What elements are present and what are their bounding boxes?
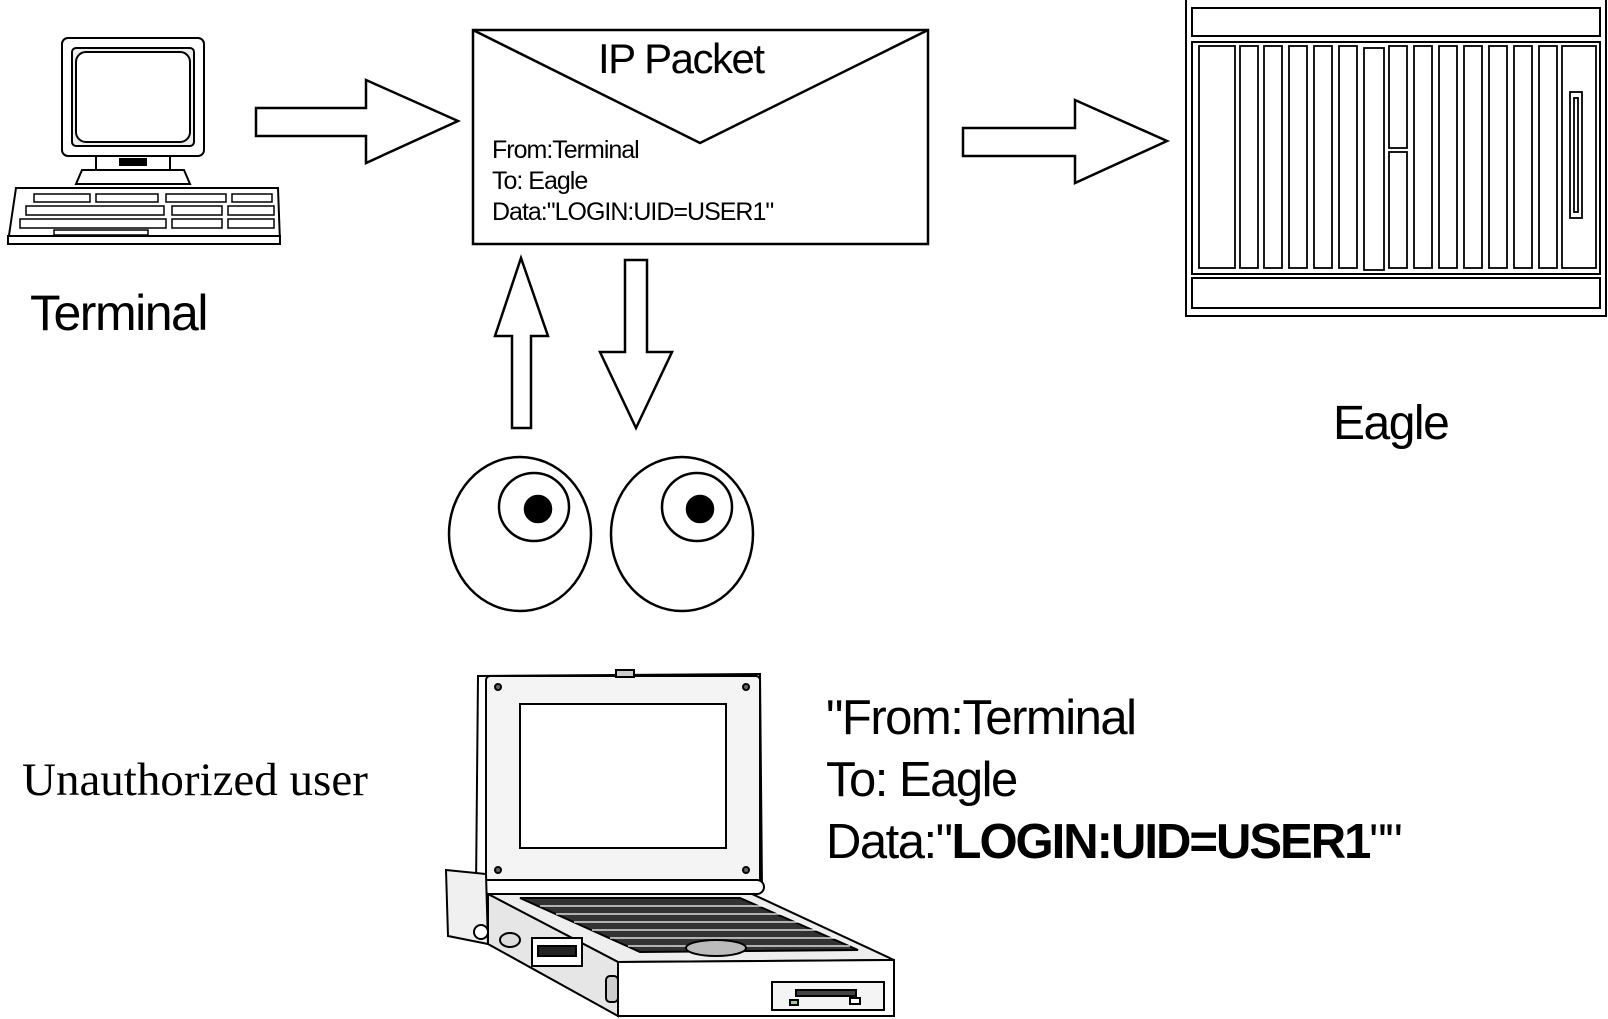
terminal-computer-icon <box>6 37 282 245</box>
captured-from-line: "From:Terminal <box>826 691 1137 745</box>
unauthorized-user-label: Unauthorized user <box>22 754 368 806</box>
captured-data-prefix: Data:" <box>826 815 953 869</box>
right-arrow-icon <box>254 78 462 165</box>
captured-data-line: Data:"LOGIN:UID=USER1"" <box>826 815 1403 869</box>
terminal-label: Terminal <box>30 285 208 341</box>
captured-data-suffix: "" <box>1369 815 1402 869</box>
eagle-label: Eagle <box>1333 397 1450 450</box>
packet-from-line: From:Terminal <box>492 136 640 164</box>
packet-title: IP Packet <box>598 35 765 82</box>
eagle-server-rack-icon <box>1185 0 1607 317</box>
up-arrow-icon <box>493 254 550 430</box>
down-arrow-icon <box>598 258 674 431</box>
packet-to-line: To: Eagle <box>492 167 588 195</box>
ip-packet-envelope <box>471 28 930 246</box>
packet-data-line: Data:"LOGIN:UID=USER1" <box>492 198 774 226</box>
right-arrow-icon <box>961 98 1171 185</box>
captured-to-line: To: Eagle <box>826 753 1018 807</box>
laptop-icon <box>444 669 895 1018</box>
captured-credentials: LOGIN:UID=USER1 <box>951 815 1372 869</box>
eyes-icon <box>447 455 755 613</box>
